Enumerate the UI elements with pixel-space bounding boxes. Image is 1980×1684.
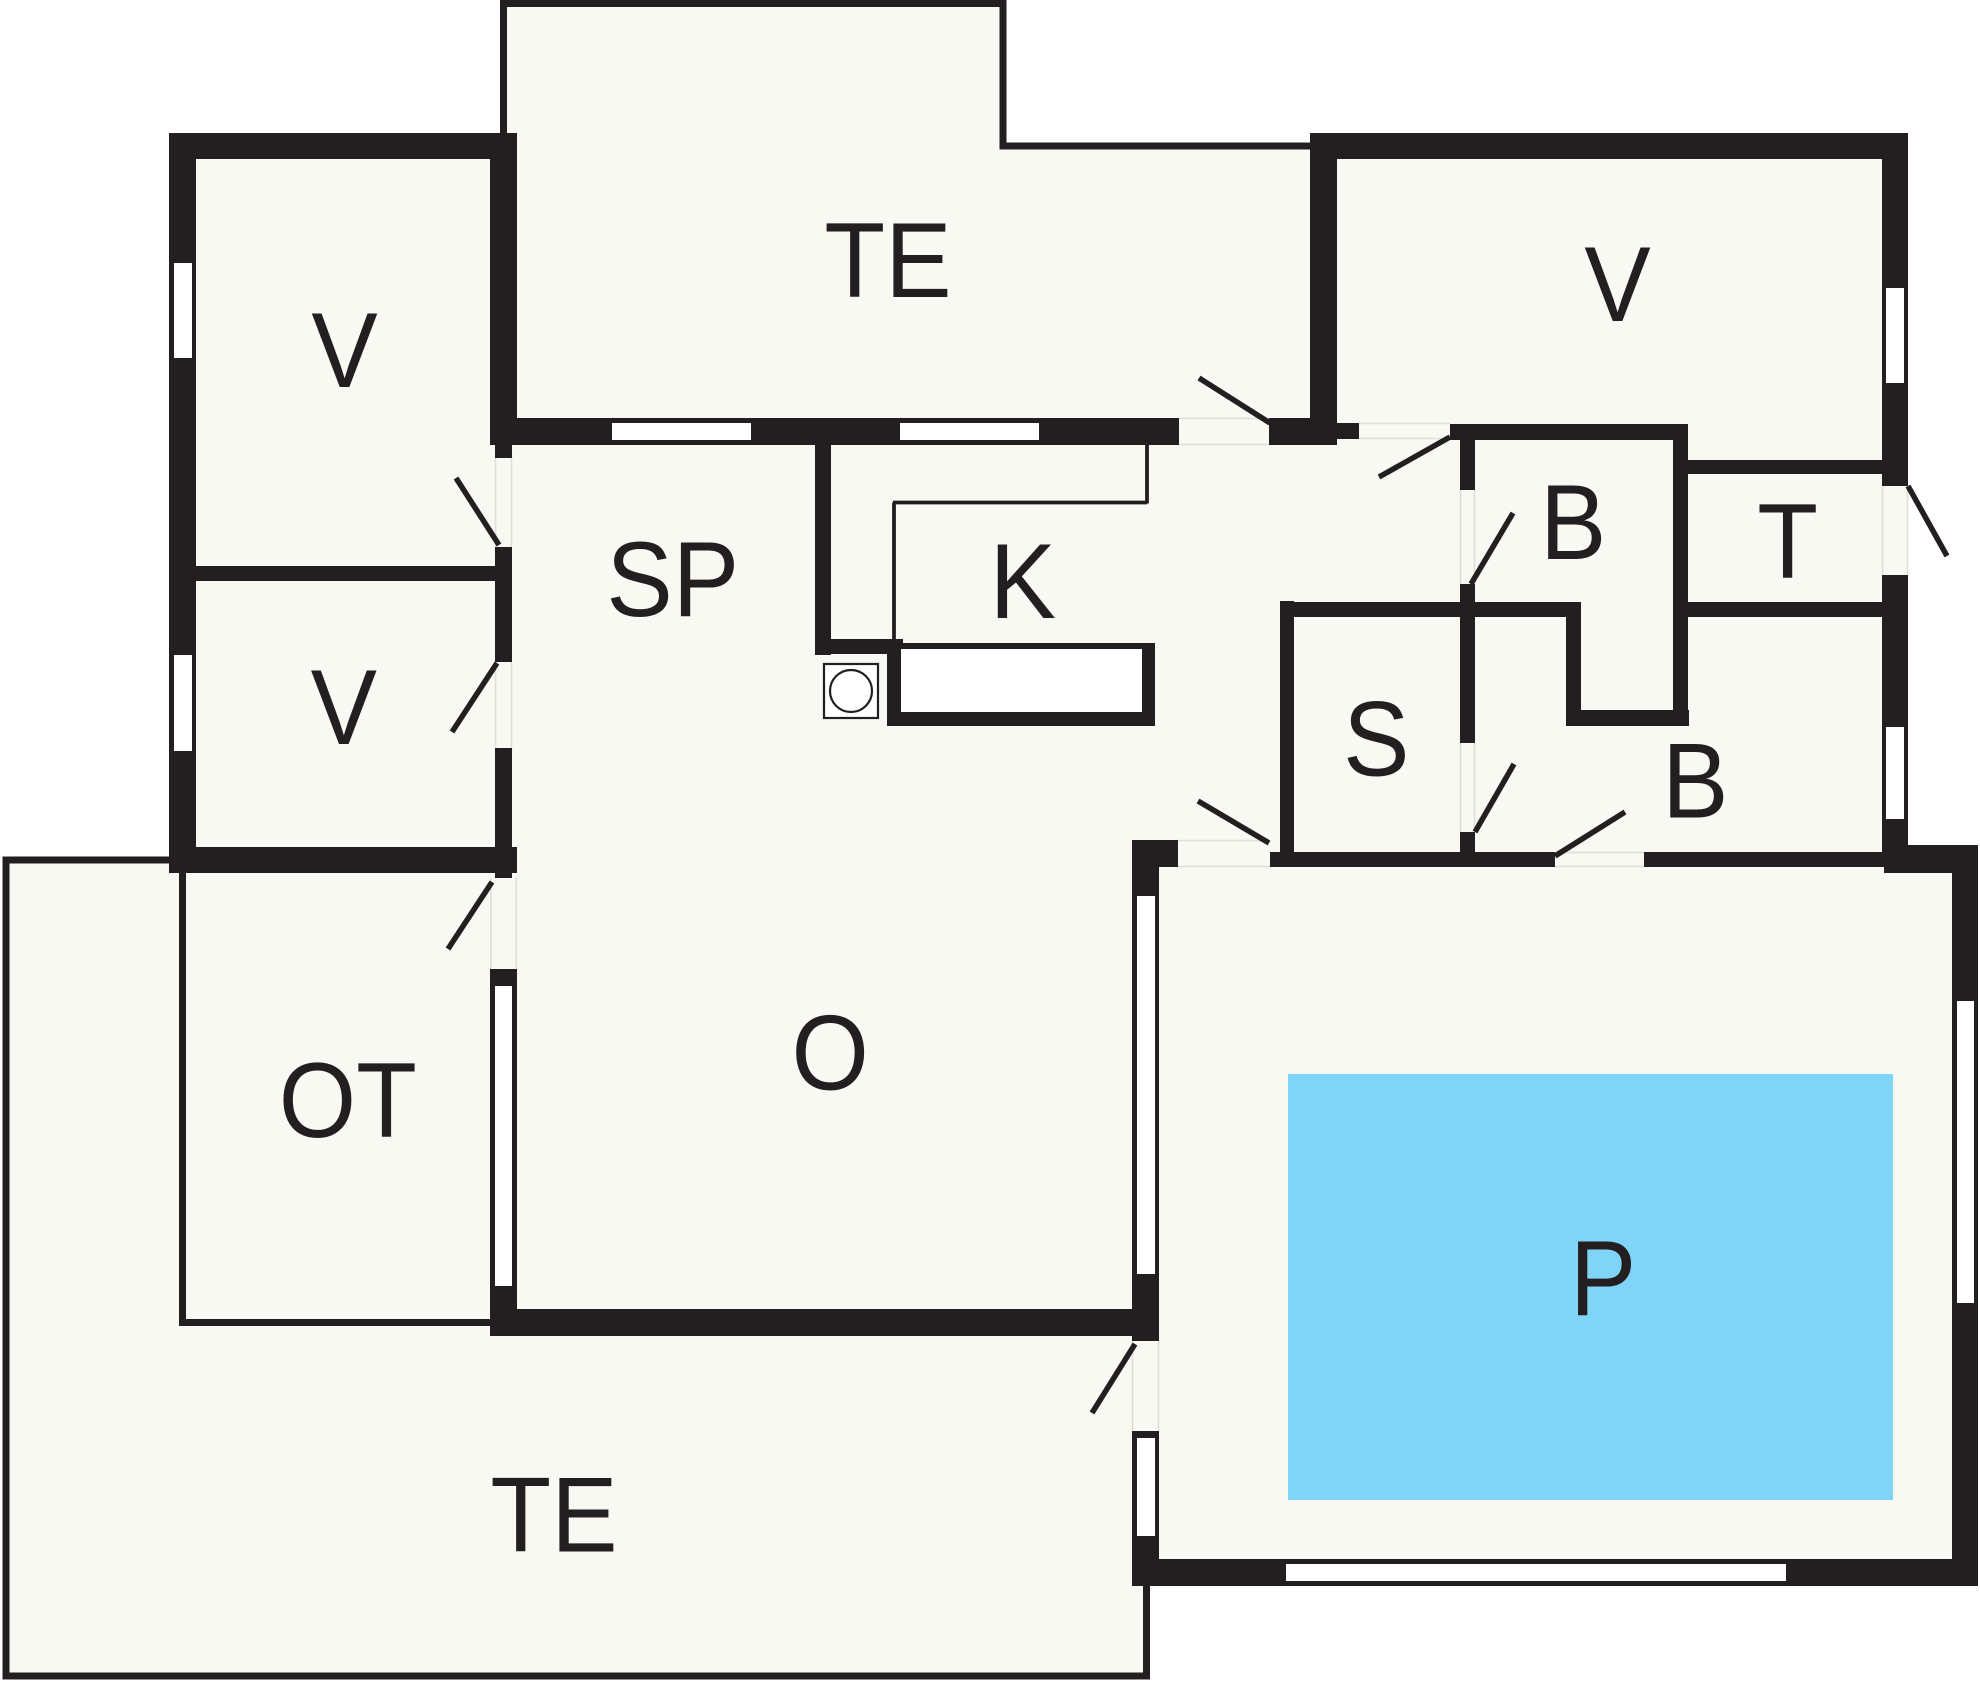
svg-text:V: V bbox=[1584, 224, 1650, 344]
svg-text:OT: OT bbox=[279, 1040, 417, 1160]
svg-text:P: P bbox=[1570, 1218, 1636, 1338]
svg-text:K: K bbox=[990, 521, 1056, 641]
svg-text:V: V bbox=[311, 647, 377, 767]
svg-text:S: S bbox=[1343, 678, 1409, 798]
svg-text:SP: SP bbox=[606, 519, 739, 639]
svg-text:O: O bbox=[791, 992, 868, 1112]
svg-text:T: T bbox=[1757, 481, 1818, 601]
svg-text:V: V bbox=[311, 290, 377, 410]
svg-text:TE: TE bbox=[490, 1454, 617, 1574]
svg-text:TE: TE bbox=[824, 200, 951, 320]
svg-text:B: B bbox=[1540, 462, 1606, 582]
svg-text:B: B bbox=[1662, 720, 1728, 840]
